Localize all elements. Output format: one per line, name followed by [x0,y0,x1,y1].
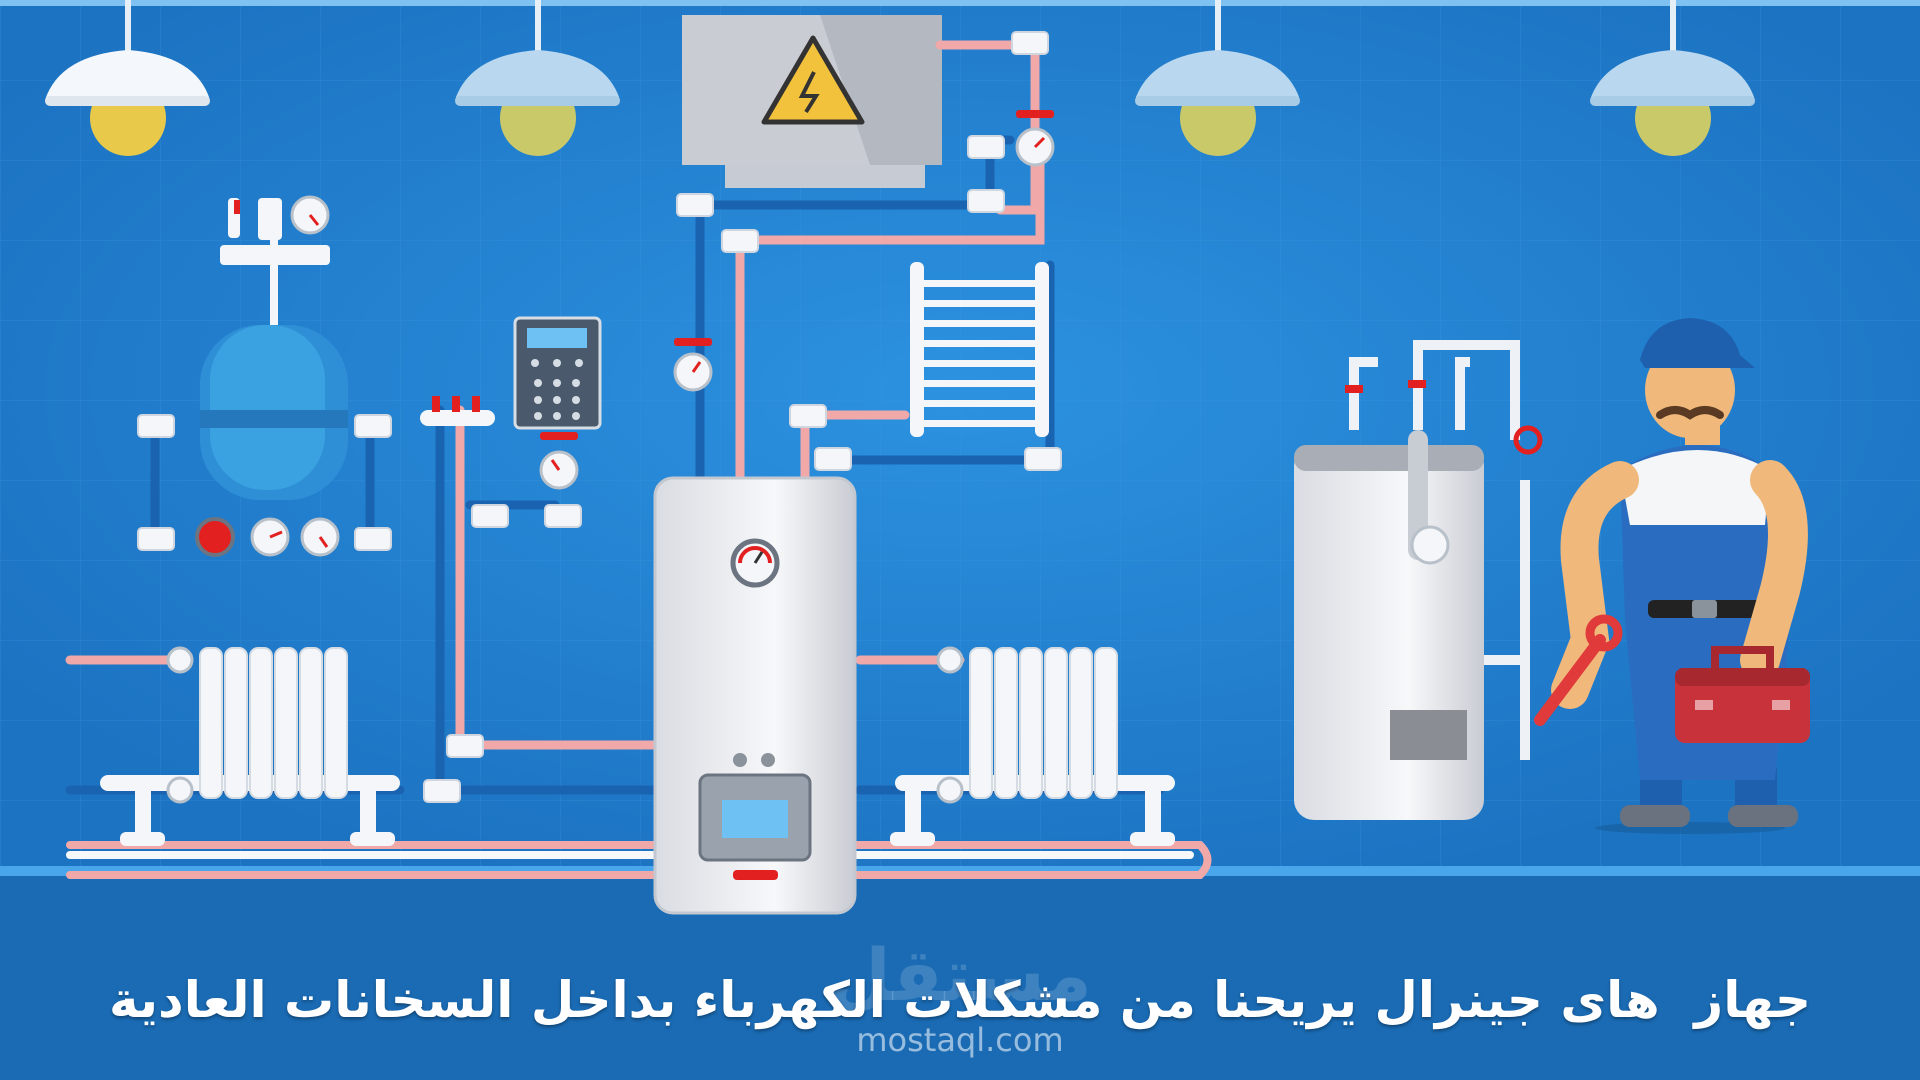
manifold [420,396,495,426]
valve-icon [539,432,579,490]
radiator-right [890,646,1175,846]
pendant-lamp-icon [1135,0,1300,156]
pressure-gauge-icon [250,517,290,557]
pendant-lamp-icon [1590,0,1755,156]
valve-icon [1015,110,1055,167]
radiator-left [100,646,400,846]
expansion-tank [195,195,348,557]
plumber-character [1534,318,1810,834]
floor [0,870,1920,1080]
watermark-arabic: مستقل [828,933,1092,1017]
caption-subtitle: جهاز هاى جينرال يريحنا من مشكلات الكهربا… [108,971,1812,1029]
boiler [653,476,857,915]
pressure-gauge-icon [300,517,340,557]
high-voltage-warning-icon [761,35,865,125]
toolbox-icon [1675,646,1810,743]
pipe-fittings [137,31,1062,803]
electrical-panel [682,15,942,188]
pressure-gauge-icon [195,517,235,557]
water-heater [1294,340,1543,820]
thermostat-panel-icon [513,316,602,430]
pressure-gauge-icon [290,195,330,235]
valve-icon [673,338,713,392]
towel-rail [910,262,1049,437]
watermark-latin: mostaql.com [856,1021,1064,1059]
pressure-gauge-icon [730,538,780,588]
pendant-lamp-icon [45,0,210,156]
wrench-icon [1534,614,1623,726]
pendant-lamp-icon [455,0,620,156]
top-bar [0,0,1920,6]
